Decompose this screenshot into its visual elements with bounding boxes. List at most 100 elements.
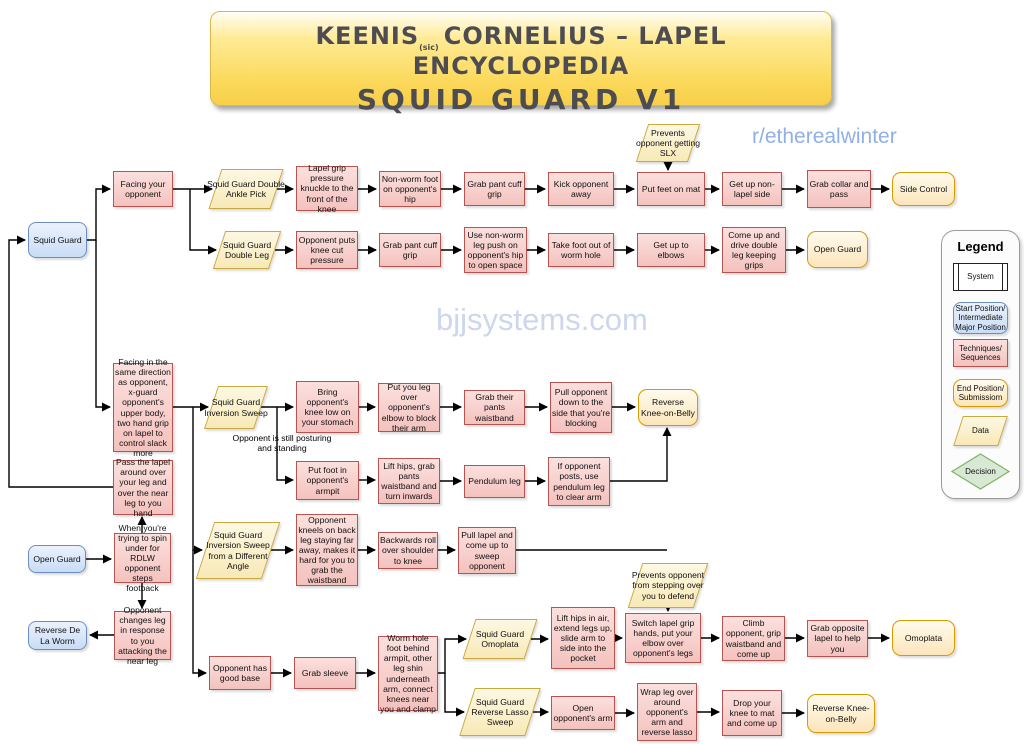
title-keenis: KEENIS <box>315 22 420 50</box>
node-if-opp-posts: If opponent posts, use pendulum leg to c… <box>548 457 610 506</box>
node-label: Grab collar and pass <box>809 178 869 199</box>
node-label: Squid Guard <box>33 234 82 245</box>
node-label: Opponent kneels on back leg staying far … <box>298 514 356 586</box>
title-sic: (sic) <box>419 42 439 52</box>
node-label: Grab their pants waistband <box>475 392 514 423</box>
node-pull-lapel-sweep: Pull lapel and come up to sweep opponent <box>458 527 516 574</box>
node-label: Open Guard <box>33 553 81 564</box>
node-label: Opponent changes leg in response to you … <box>118 605 167 666</box>
node-facing-opponent: Facing your opponent <box>113 171 173 207</box>
legend-label: System <box>967 272 994 282</box>
node-backwards-roll: Backwards roll over shoulder to knee <box>378 532 438 569</box>
diamond-icon <box>951 453 1010 490</box>
node-label: Put feet on mat <box>641 183 701 194</box>
node-label: Put you leg over opponent's elbow to blo… <box>381 382 437 433</box>
node-label: Reverse De La Worm <box>34 625 81 646</box>
node-when-spin-rdlw: When you're trying to spin under for RDL… <box>114 523 171 593</box>
legend-title: Legend <box>957 239 1004 254</box>
node-worm-hole-foot: Worm hole foot behind armpit, other leg … <box>378 633 438 714</box>
node-bring-knee-low: Bring opponent's knee low on your stomac… <box>296 381 359 433</box>
legend-techniques-shape: Techniques/ Sequences <box>953 339 1008 367</box>
node-get-up-nonlapel: Get up non-lapel side <box>722 172 782 206</box>
node-label: Facing your opponent <box>120 178 166 199</box>
title-line-1: KEENIS(sic)CORNELIUS – LAPEL ENCYCLOPEDI… <box>211 22 831 80</box>
node-open-guard-start: Open Guard <box>28 545 86 573</box>
node-climb-opponent: Climb opponent, grip waistband and come … <box>722 616 785 661</box>
node-label: Omoplata <box>904 632 943 643</box>
node-pendulum-leg: Pendulum leg <box>464 465 525 498</box>
node-opp-kneels-back: Opponent kneels on back leg staying far … <box>296 514 358 586</box>
node-label: Switch lapel grip hands, put your elbow … <box>631 617 695 659</box>
node-pull-down-side: Pull opponent down to the side that you'… <box>550 382 612 433</box>
node-label: If opponent posts, use pendulum leg to c… <box>553 461 605 502</box>
node-opp-changes-leg: Opponent changes leg in response to you … <box>114 605 171 666</box>
node-label: Lapel grip pressure knuckle to the front… <box>300 163 354 214</box>
title-banner: KEENIS(sic)CORNELIUS – LAPEL ENCYCLOPEDI… <box>210 11 832 116</box>
legend-label: Start Position/ Intermediate Major Posit… <box>955 304 1006 332</box>
node-leg-over-elbow: Put you leg over opponent's elbow to blo… <box>378 382 440 433</box>
node-omoplata-end: Omoplata <box>892 620 955 656</box>
node-label: Backwards roll over shoulder to knee <box>380 535 436 566</box>
node-label: Squid Guard Reverse Lasso Sweep <box>471 696 529 728</box>
node-label: Reverse Knee-on-Belly <box>812 703 870 724</box>
node-label: Prevents opponent from stepping over you… <box>631 570 705 601</box>
node-grab-pant-cuff-1: Grab pant cuff grip <box>464 172 525 206</box>
legend-label: Data <box>972 426 989 436</box>
node-label: Use non-worm leg push on opponent's hip … <box>467 229 524 271</box>
node-take-foot-out: Take foot out of worm hole <box>548 233 614 267</box>
node-label: Get up non-lapel side <box>729 178 775 199</box>
node-label: Lift hips in air, extend legs up, slide … <box>553 612 613 664</box>
legend-end-shape: End Position/ Submissiom <box>953 379 1008 407</box>
node-label: Squid Guard Omoplata <box>475 628 525 649</box>
watermark-subreddit: r/etherealwinter <box>752 125 897 148</box>
legend-label: End Position/ Submissiom <box>956 383 1005 402</box>
node-label: When you're trying to spin under for RDL… <box>118 522 167 594</box>
node-sg-omoplata: Squid Guard Omoplata <box>460 619 540 659</box>
node-label: Reverse Knee-on-Belly <box>641 397 695 418</box>
node-label: Pass the lapel around over your leg and … <box>116 457 170 518</box>
legend-label: Decision <box>965 466 996 476</box>
node-sg-double-ankle-pick: Squid Guard Double Ankle Pick <box>206 169 286 209</box>
title-rest: CORNELIUS – LAPEL ENCYCLOPEDIA <box>412 22 727 80</box>
node-prevents-stepover: Prevents opponent from stepping over you… <box>626 563 710 608</box>
node-facing-same-dir: Facing in the same direction as opponent… <box>113 357 173 458</box>
node-label: Non-worm foot on opponent's hip <box>381 173 439 205</box>
node-comeup-doubleleg: Come up and drive double leg keeping gri… <box>722 227 786 273</box>
node-lift-hips-air: Lift hips in air, extend legs up, slide … <box>551 607 615 669</box>
node-sg-reverse-lasso: Squid Guard Reverse Lasso Sweep <box>458 688 542 736</box>
node-label: Grab opposite lapel to help you <box>810 623 865 654</box>
node-label: Grab pant cuff grip <box>382 239 438 260</box>
node-lapel-grip-pressure: Lapel grip pressure knuckle to the front… <box>296 163 358 214</box>
node-grab-sleeve: Grab sleeve <box>294 657 356 689</box>
node-sg-inversion-sweep-diff: Squid Guard Inversion Sweep from a Diffe… <box>195 522 281 579</box>
node-label: Open opponent's arm <box>553 702 613 723</box>
node-grab-pant-cuff-2: Grab pant cuff grip <box>379 233 441 267</box>
node-label: Come up and drive double leg keeping gri… <box>728 229 780 271</box>
node-open-guard-end: Open Guard <box>807 231 868 268</box>
node-label: Pull opponent down to the side that you'… <box>552 387 611 428</box>
legend-panel: Legend System Start Position/ Intermedia… <box>941 230 1020 499</box>
node-put-feet-on-mat: Put feet on mat <box>637 172 705 206</box>
node-open-opp-arm: Open opponent's arm <box>551 696 615 730</box>
node-grab-pants-waistband: Grab their pants waistband <box>464 390 525 425</box>
legend-system-shape: System <box>953 263 1008 291</box>
node-label: Get up to elbows <box>653 239 689 260</box>
node-side-control: Side Control <box>892 172 955 206</box>
watermark-bjjsystems: bjjsystems.com <box>436 302 648 337</box>
node-label: Put foot in opponent's armpit <box>306 465 349 496</box>
node-label: Wrap leg over around opponent's arm and … <box>640 686 694 738</box>
node-lift-hips-grab: Lift hips, grab pants waistband and turn… <box>378 458 440 504</box>
node-label: Bring opponent's knee low on your stomac… <box>301 386 354 428</box>
node-reverse-de-la-worm: Reverse De La Worm <box>28 621 87 650</box>
legend-data-shape: Data <box>951 416 1010 446</box>
node-reverse-kob-1: Reverse Knee-on-Belly <box>638 389 698 426</box>
node-label: Grab pant cuff grip <box>467 178 522 199</box>
node-pass-lapel: Pass the lapel around over your leg and … <box>113 457 173 518</box>
node-label: Squid Guard Inversion Sweep <box>204 397 268 418</box>
node-label: Kick opponent away <box>553 178 609 199</box>
node-label: Climb opponent, grip waistband and come … <box>725 618 782 659</box>
node-label: Prevents opponent getting SLX <box>635 127 701 159</box>
node-opp-knee-cut: Opponent puts knee cut pressure <box>296 231 358 269</box>
